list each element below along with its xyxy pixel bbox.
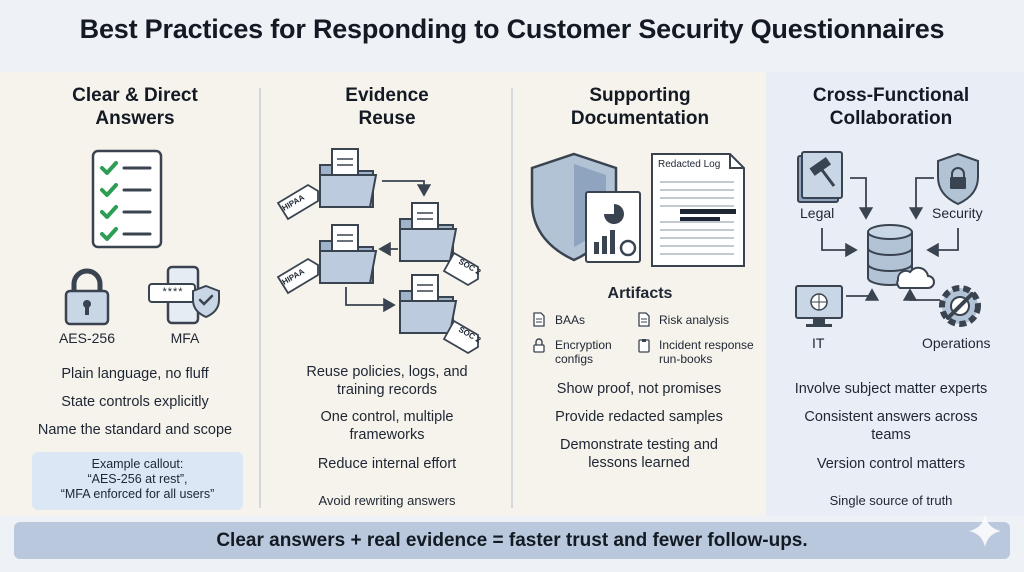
point-line: Consistent answers across (804, 409, 978, 425)
column-divider-1 (259, 88, 261, 508)
point-line: Demonstrate testing and (560, 437, 718, 453)
point-demonstrate-testing: Demonstrate testing and lessons learned (524, 436, 754, 472)
point-line: training records (337, 382, 437, 398)
folder-icon (319, 148, 378, 208)
point-name-standard: Name the standard and scope (37, 422, 233, 438)
heading-line: Clear & Direct (72, 85, 198, 106)
point-line: lessons learned (588, 455, 690, 471)
checklist-icon (91, 149, 163, 249)
mfa-label: MFA (170, 330, 200, 346)
artifact-baas: BAAs (555, 313, 586, 327)
node-it: IT (812, 335, 825, 351)
heading-line: Evidence (345, 85, 429, 106)
lock-icon (533, 338, 545, 353)
database-icon (867, 224, 935, 289)
artifact-risk-analysis: Risk analysis (659, 313, 730, 327)
monitor-icon (795, 285, 843, 327)
artifact-encryption: Encryption configs (555, 338, 612, 366)
shield-document-icon (530, 152, 641, 263)
point-plain-language: Plain language, no fluff (61, 366, 209, 382)
artifact-line: Encryption (555, 338, 612, 352)
point-line: Reuse policies, logs, and (306, 364, 468, 380)
column-divider-2 (511, 88, 513, 508)
redacted-log-icon (651, 153, 745, 267)
artifact-line: run-books (659, 352, 713, 366)
point-line: teams (871, 427, 911, 443)
heading-line: Documentation (570, 108, 710, 129)
point-consistent-answers: Consistent answers across teams (776, 408, 1006, 444)
folder-icon (399, 274, 458, 334)
sparkle-icon (969, 515, 1001, 547)
gear-wrench-icon (939, 285, 981, 327)
redacted-log-title: Redacted Log (658, 159, 721, 170)
page-title: Best Practices for Responding to Custome… (79, 14, 945, 44)
heading-line: Cross-Functional (812, 85, 970, 106)
heading-line: Supporting (589, 85, 691, 106)
aes-256-label: AES-256 (58, 330, 116, 346)
point-show-proof: Show proof, not promises (556, 381, 722, 397)
heading-line: Reuse (358, 108, 416, 129)
column-evidence-reuse-heading: Evidence Reuse (282, 84, 492, 130)
callout-line: “AES-256 at rest”, (87, 472, 188, 486)
artifact-line: configs (555, 352, 594, 366)
point-involve-experts: Involve subject matter experts (794, 381, 988, 397)
point-version-control: Version control matters (816, 456, 966, 472)
node-security: Security (932, 205, 983, 221)
footnote-single-source: Single source of truth (829, 493, 953, 508)
law-book-icon (797, 151, 843, 203)
artifact-line: Incident response (659, 338, 754, 352)
point-reuse-policies: Reuse policies, logs, and training recor… (272, 363, 502, 399)
example-callout: Example callout: “AES-256 at rest”, “MFA… (32, 452, 243, 510)
evidence-flow-diagram: HIPAA SOC 2 HIPAA SOC 2 (276, 148, 483, 355)
document-icon (638, 312, 650, 327)
heading-line: Answers (95, 108, 175, 129)
password-mask: **** (162, 286, 184, 298)
artifacts-heading: Artifacts (607, 285, 673, 302)
mfa-phone-icon (148, 265, 220, 325)
folder-icon (319, 224, 378, 284)
warm-background (0, 72, 766, 516)
clipboard-icon (638, 339, 650, 353)
point-state-controls: State controls explicitly (61, 394, 209, 410)
column-collaboration-heading: Cross-Functional Collaboration (785, 84, 997, 130)
column-clear-answers-heading: Clear & Direct Answers (30, 84, 240, 130)
node-operations: Operations (922, 335, 991, 351)
collaboration-hub-diagram (795, 151, 981, 327)
document-icon (533, 312, 545, 327)
padlock-icon (64, 268, 110, 326)
point-line: One control, multiple (320, 409, 454, 425)
point-redacted-samples: Provide redacted samples (555, 409, 723, 425)
point-one-control: One control, multiple frameworks (272, 408, 502, 444)
summary-banner: Clear answers + real evidence = faster t… (14, 522, 1010, 559)
security-shield-icon (937, 152, 979, 206)
footnote-avoid-rewriting: Avoid rewriting answers (318, 493, 456, 508)
folder-icon (399, 202, 458, 262)
node-legal: Legal (800, 205, 835, 221)
point-line: frameworks (349, 427, 425, 443)
point-reduce-effort: Reduce internal effort (317, 456, 457, 472)
heading-line: Collaboration (829, 108, 953, 129)
column-documentation-heading: Supporting Documentation (535, 84, 745, 130)
artifact-incident-response: Incident response run-books (659, 338, 754, 366)
callout-line: Example callout: (91, 457, 184, 471)
callout-line: “MFA enforced for all users” (60, 487, 215, 501)
